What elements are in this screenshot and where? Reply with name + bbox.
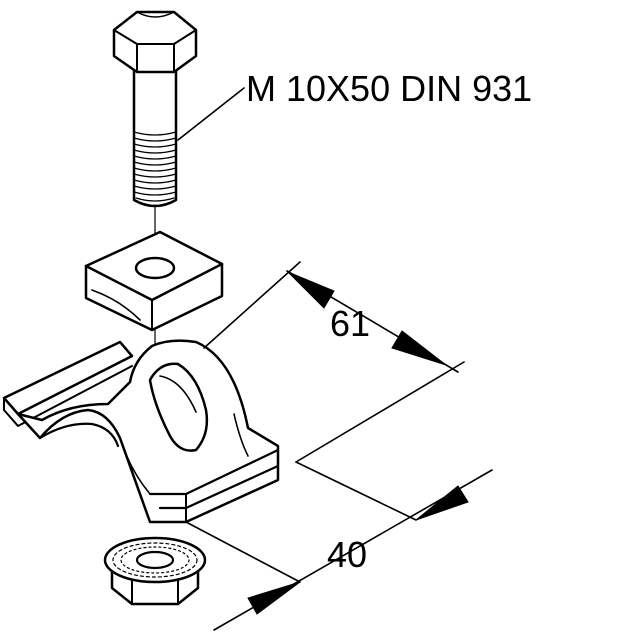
saddle-clamp xyxy=(2,339,280,524)
nut-serration xyxy=(112,542,198,578)
arrow-40-start xyxy=(247,581,301,615)
dimension-40 xyxy=(185,461,493,631)
washer-hole xyxy=(134,256,176,280)
extension-line-61-b xyxy=(295,361,465,463)
nut-hole xyxy=(135,550,175,570)
dimension-40-label: 40 xyxy=(327,534,367,575)
extension-line-40-b xyxy=(185,521,301,583)
flange-nut xyxy=(103,536,207,606)
bolt-head xyxy=(112,10,198,74)
dimension-61 xyxy=(203,261,465,463)
bolt-spec-leader xyxy=(177,87,245,141)
hex-bolt xyxy=(112,10,198,208)
arrow-40-end xyxy=(415,485,469,521)
bolt-shank xyxy=(132,64,178,208)
arrow-61-end xyxy=(391,330,447,366)
arrow-61-start xyxy=(287,271,335,309)
dimension-61-label: 61 xyxy=(330,303,370,344)
square-washer xyxy=(84,230,224,332)
extension-line-61-a xyxy=(203,261,301,349)
bolt-spec-label: M 10X50 DIN 931 xyxy=(246,68,532,109)
bolt-thread xyxy=(133,131,177,202)
extension-line-40-a xyxy=(295,461,417,521)
